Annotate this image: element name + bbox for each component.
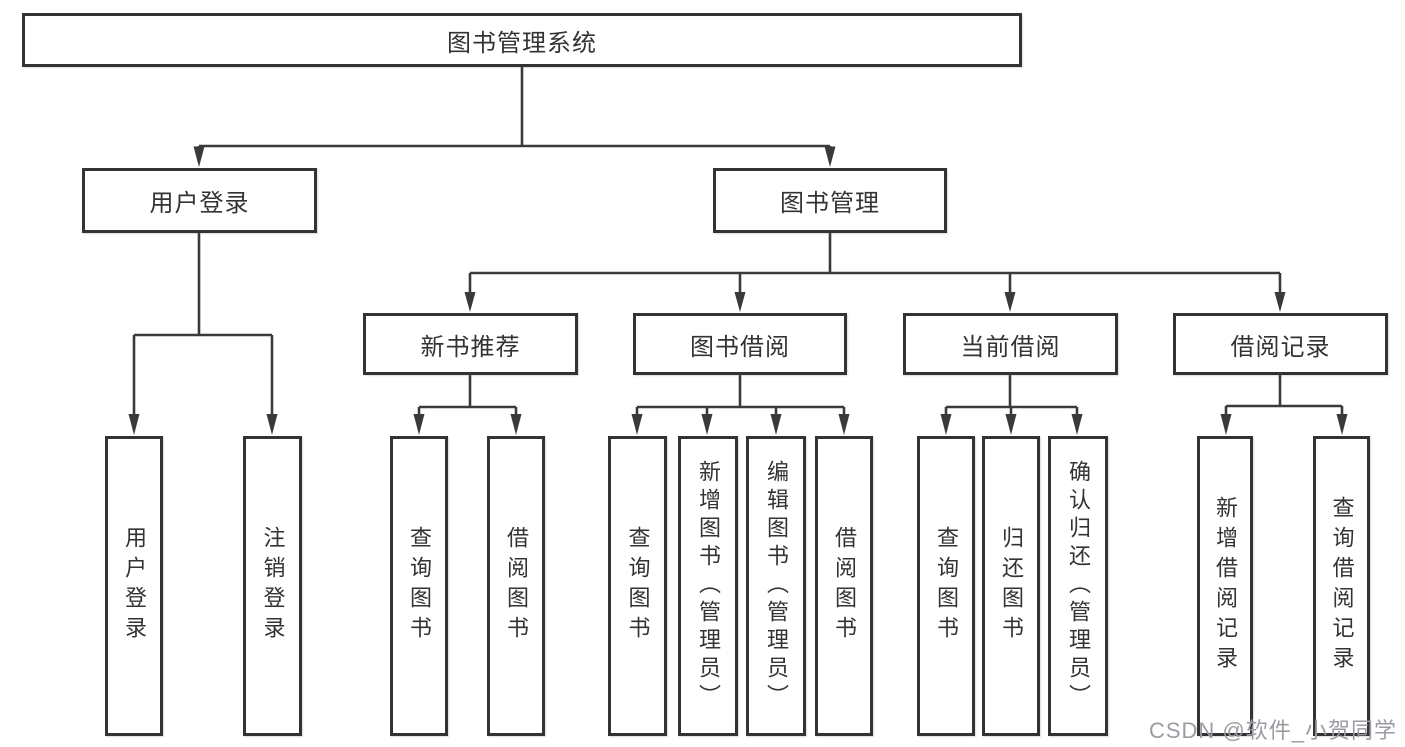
node-leaf-add-books-admin: 新增图书（管理员） [678, 436, 738, 736]
node-leaf-borrow-books: 借阅图书 [815, 436, 873, 736]
node-leaf-logout: 注销登录 [243, 436, 302, 736]
node-leaf-user-login: 用户登录 [105, 436, 163, 736]
node-new-book-recommendation: 新书推荐 [363, 313, 578, 375]
node-leaf-add-borrow-record: 新增借阅记录 [1197, 436, 1253, 736]
node-leaf-query-books-borrow: 查询图书 [608, 436, 667, 736]
node-leaf-confirm-return-admin: 确认归还（管理员） [1048, 436, 1108, 736]
node-leaf-borrow-books-recommend: 借阅图书 [487, 436, 545, 736]
node-current-borrowing: 当前借阅 [903, 313, 1118, 375]
node-book-borrowing: 图书借阅 [633, 313, 847, 375]
node-leaf-query-books-current: 查询图书 [917, 436, 975, 736]
node-leaf-query-books-recommend: 查询图书 [390, 436, 448, 736]
node-library-management-system: 图书管理系统 [22, 13, 1022, 67]
node-leaf-query-borrow-record: 查询借阅记录 [1313, 436, 1370, 736]
node-leaf-edit-books-admin: 编辑图书（管理员） [746, 436, 806, 736]
node-leaf-return-books: 归还图书 [982, 436, 1040, 736]
node-user-login: 用户登录 [82, 168, 317, 233]
node-book-management: 图书管理 [713, 168, 947, 233]
node-borrowing-records: 借阅记录 [1173, 313, 1388, 375]
csdn-watermark: CSDN @软件_小贺同学 [1148, 718, 1397, 743]
